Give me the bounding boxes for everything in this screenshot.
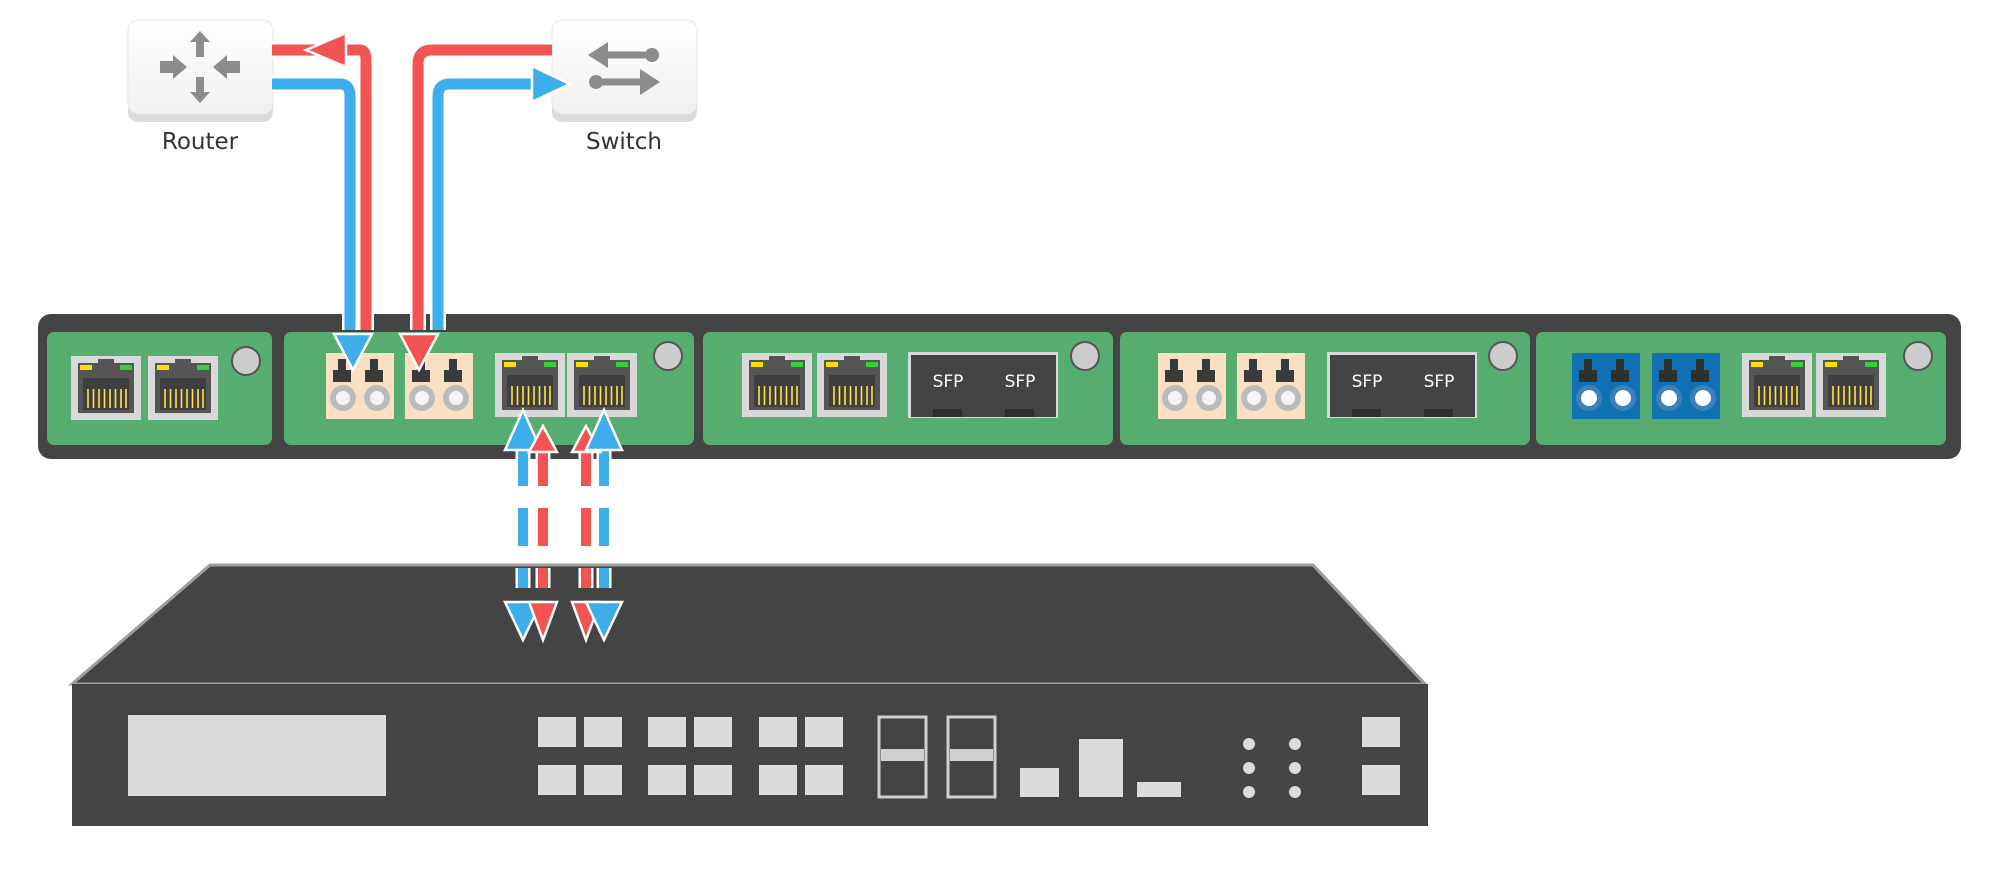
module-3: SFP SFP: [703, 332, 1113, 445]
switch-icon: [588, 42, 660, 95]
module-5-indicator: [1903, 341, 1933, 371]
module-4-indicator: [1488, 341, 1518, 371]
sc-singlemode-port[interactable]: [1572, 353, 1640, 419]
sfp-label: SFP: [1424, 372, 1455, 392]
rj45-port[interactable]: [816, 352, 888, 418]
chassis-panel: SFP SFP SFP SFP: [38, 314, 1961, 459]
mgmt-slot[interactable]: [1137, 782, 1181, 797]
sc-multimode-port[interactable]: [1158, 353, 1226, 419]
link-arrowheads: [302, 31, 573, 373]
front-port[interactable]: [694, 765, 732, 795]
router-label: Router: [162, 129, 239, 155]
sfp-cage: SFP SFP: [1327, 352, 1477, 418]
front-port[interactable]: [584, 765, 622, 795]
rj45-port[interactable]: [566, 352, 638, 418]
console-port[interactable]: [1020, 768, 1059, 797]
module-4: SFP SFP: [1120, 332, 1530, 445]
status-leds: [1243, 738, 1301, 798]
copper-links: [515, 448, 612, 588]
display-panel: [128, 715, 386, 796]
front-port[interactable]: [759, 765, 797, 795]
sc-singlemode-port[interactable]: [1652, 353, 1720, 419]
front-port[interactable]: [538, 717, 576, 747]
front-port[interactable]: [1362, 717, 1400, 747]
front-port[interactable]: [805, 717, 843, 747]
module-1-indicator: [231, 346, 261, 376]
front-port[interactable]: [759, 717, 797, 747]
module-1: [47, 332, 272, 445]
front-port[interactable]: [1362, 765, 1400, 795]
module-3-indicator: [1070, 341, 1100, 371]
sfp-cage: SFP SFP: [908, 352, 1058, 418]
router-icon: [160, 31, 240, 103]
rj45-port[interactable]: [741, 352, 813, 418]
sfp-label: SFP: [1352, 372, 1383, 392]
router-device: Router: [127, 19, 274, 155]
rj45-port[interactable]: [494, 352, 566, 418]
sc-multimode-port[interactable]: [1237, 353, 1305, 419]
sfp-cage-front: [877, 715, 997, 799]
rj45-port[interactable]: [1741, 352, 1813, 418]
front-port-group: [538, 717, 843, 795]
router-link: [272, 42, 374, 330]
sfp-label: SFP: [1005, 372, 1036, 392]
media-converter-chassis: [67, 563, 1429, 826]
rj45-port[interactable]: [147, 355, 219, 421]
usb-port[interactable]: [1079, 739, 1123, 797]
rj45-port[interactable]: [70, 355, 142, 421]
front-port[interactable]: [805, 765, 843, 795]
module-5: [1536, 332, 1946, 445]
switch-device: Switch: [551, 19, 698, 155]
front-port[interactable]: [648, 765, 686, 795]
module-2-indicator: [653, 341, 683, 371]
rj45-port[interactable]: [1815, 352, 1887, 418]
front-port[interactable]: [648, 717, 686, 747]
module-2: [284, 332, 694, 445]
switch-link: [410, 42, 552, 330]
front-port[interactable]: [694, 717, 732, 747]
sc-multimode-port[interactable]: [326, 353, 394, 419]
front-port[interactable]: [538, 765, 576, 795]
front-port[interactable]: [584, 717, 622, 747]
copper-link-arrowheads: [503, 406, 624, 644]
switch-label: Switch: [586, 129, 662, 155]
sfp-label: SFP: [933, 372, 964, 392]
